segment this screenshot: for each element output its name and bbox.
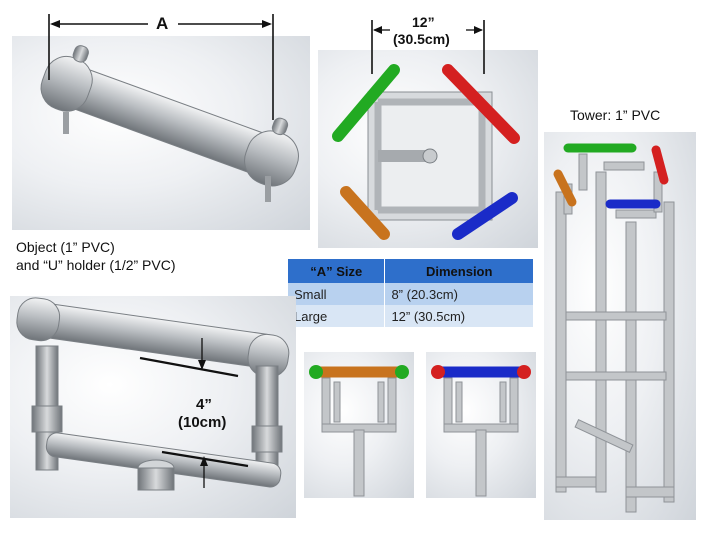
object-peg (63, 112, 69, 134)
object-peg (265, 176, 271, 202)
blue-object (452, 192, 518, 240)
object-label-line1: Object (1” PVC) (16, 239, 115, 255)
dimension-a (48, 14, 274, 120)
table-row: Small 8” (20.3cm) (288, 283, 533, 305)
green-object (332, 64, 400, 142)
object-a-drawing (40, 45, 299, 202)
dimension-12 (371, 20, 485, 74)
red-object (442, 64, 520, 144)
dimension-4-cm: (10cm) (178, 414, 227, 431)
dimension-12-cm: (30.5cm) (393, 31, 450, 47)
u-holder-panel (10, 296, 296, 518)
orange-object (340, 186, 390, 240)
u-holder-drawing (16, 297, 290, 491)
dimension-header: Dimension (384, 259, 533, 283)
object-label-line2: and “U” holder (1/2” PVC) (16, 257, 176, 273)
dimension-a-label: A (156, 14, 169, 33)
red-cap (431, 365, 445, 379)
tower-label: Tower: 1” PVC (570, 107, 661, 123)
top-view-drawing (332, 64, 520, 240)
u-holder-blue-drawing (431, 365, 531, 497)
size-table: “A” Size Dimension Small 8” (20.3cm) Lar… (288, 259, 533, 327)
size-header: “A” Size (288, 259, 385, 283)
tower-drawing (553, 143, 675, 513)
u-holder-orange-panel (304, 352, 414, 498)
red-cap (517, 365, 531, 379)
tower-panel (544, 132, 696, 520)
dimension-4-in: 4” (196, 396, 212, 413)
size-cell: Small (288, 283, 385, 305)
dimension-12-in: 12” (412, 14, 435, 30)
size-cell: Large (288, 305, 385, 327)
tower-red-object (651, 145, 669, 185)
tower-orange-object (553, 169, 577, 207)
dimension-cell: 12” (30.5cm) (384, 305, 533, 327)
top-view-panel (318, 50, 538, 248)
u-holder-blue-panel (426, 352, 536, 498)
green-cap (309, 365, 323, 379)
table-row: Large 12” (30.5cm) (288, 305, 533, 327)
object-a-panel (12, 36, 310, 230)
dimension-cell: 8” (20.3cm) (384, 283, 533, 305)
green-cap (395, 365, 409, 379)
u-holder-orange-drawing (309, 365, 409, 497)
